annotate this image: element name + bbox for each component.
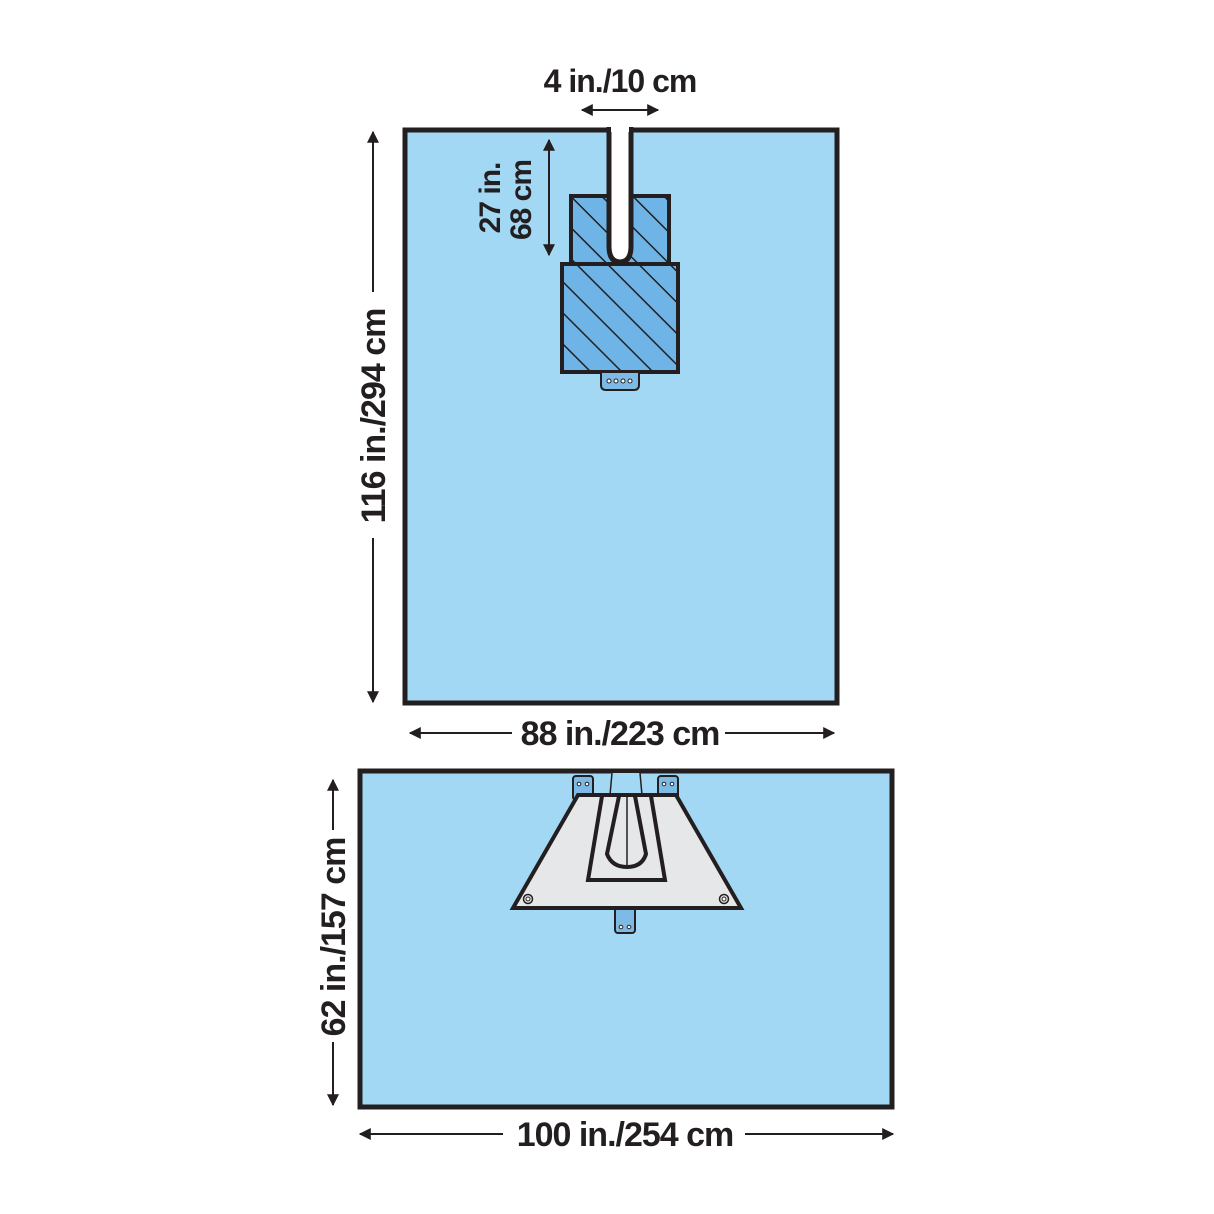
top-width-label: 88 in./223 cm	[521, 715, 720, 753]
split-slit	[606, 127, 634, 265]
bottom-height-label: 62 in./157 cm	[315, 838, 353, 1037]
slit-length-dimension: 27 in. 68 cm	[474, 138, 555, 257]
slit-width-label: 4 in./10 cm	[544, 63, 697, 99]
slit-length-label-in: 27 in.	[474, 163, 507, 234]
top-height-dimension: 116 in./294 cm	[355, 130, 393, 704]
slit-length-label-cm: 68 cm	[505, 160, 538, 240]
reinforcement-panel-lower	[560, 262, 680, 374]
grommet-right	[718, 893, 730, 905]
slit-width-dimension: 4 in./10 cm	[544, 63, 697, 116]
bottom-width-dimension: 100 in./254 cm	[358, 1116, 895, 1154]
tube-holder-tab	[600, 371, 640, 391]
bottom-drape: 62 in./157 cm 100 in./254 cm	[315, 768, 895, 1154]
fluid-pouch-opening	[604, 795, 649, 870]
top-height-label: 116 in./294 cm	[355, 309, 393, 524]
grommet-left	[522, 893, 534, 905]
fluid-pouch-outline	[585, 795, 668, 882]
center-flap	[609, 772, 643, 796]
top-drape: 4 in./10 cm 27 in. 68 cm 116 in./294 cm …	[355, 63, 840, 753]
top-width-dimension: 88 in./223 cm	[408, 715, 836, 753]
bottom-tab	[614, 904, 636, 934]
bottom-width-label: 100 in./254 cm	[517, 1116, 734, 1154]
bottom-height-dimension: 62 in./157 cm	[315, 778, 353, 1107]
